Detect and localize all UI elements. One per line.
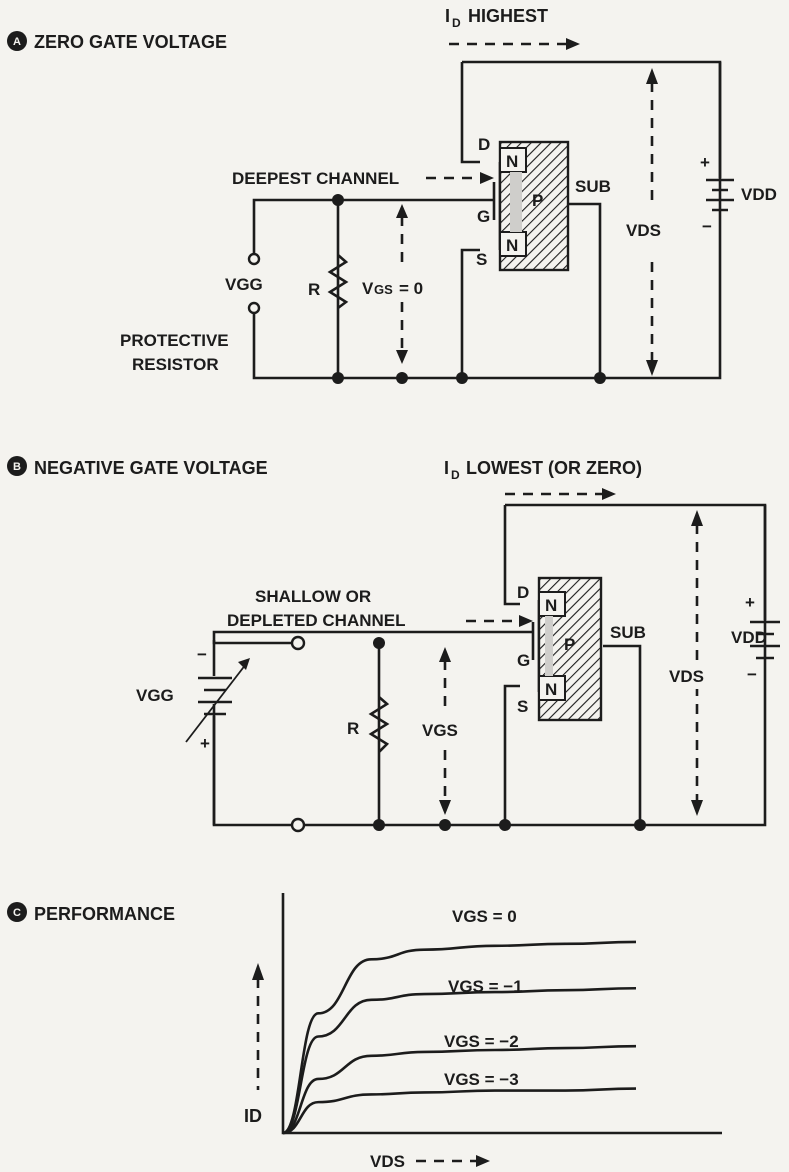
- gate-label-b: G: [517, 651, 530, 670]
- curve-labels: VGS = 0 VGS = −1 VGS = −2 VGS = −3: [444, 907, 523, 1089]
- section-a-marker: [7, 31, 27, 51]
- svg-text:D: D: [451, 468, 460, 482]
- note-line2: RESISTOR: [132, 355, 219, 374]
- id-symbol-b: I: [444, 458, 449, 478]
- section-a-title: ZERO GATE VOLTAGE: [34, 32, 227, 52]
- svg-text:B: B: [13, 461, 21, 473]
- id-symbol-a: I: [445, 6, 450, 26]
- svg-text:N: N: [545, 680, 557, 699]
- svg-text:−: −: [747, 665, 757, 684]
- vgg-label-b: VGG: [136, 686, 174, 705]
- y-axis-label: ID: [244, 1106, 262, 1126]
- section-c-title: PERFORMANCE: [34, 904, 175, 924]
- svg-text:−: −: [702, 217, 712, 236]
- vdd-label-a: VDD: [741, 185, 777, 204]
- svg-text:N: N: [506, 236, 518, 255]
- series-label-2: VGS = −2: [444, 1032, 519, 1051]
- note-line1: PROTECTIVE: [120, 331, 229, 350]
- curves: [282, 940, 637, 1135]
- x-axis-label: VDS: [370, 1152, 405, 1171]
- drain-label-a: D: [478, 135, 490, 154]
- series-label-3: VGS = −3: [444, 1070, 519, 1089]
- svg-text:GS: GS: [374, 282, 393, 297]
- svg-text:N: N: [545, 596, 557, 615]
- series-label-1: VGS = −1: [448, 977, 523, 996]
- svg-text:A: A: [13, 36, 21, 48]
- svg-text:+: +: [745, 593, 755, 612]
- curve-2: [282, 1044, 637, 1135]
- curve-0: [282, 940, 637, 1135]
- resistor-label-a: R: [308, 280, 320, 299]
- channel-label-b1: SHALLOW OR: [255, 587, 371, 606]
- svg-text:P: P: [564, 635, 575, 654]
- vgg-label-a: VGG: [225, 275, 263, 294]
- vgs-label-a: = 0: [399, 279, 423, 298]
- sub-label-b: SUB: [610, 623, 646, 642]
- gate-label-a: G: [477, 207, 490, 226]
- sub-label-a: SUB: [575, 177, 611, 196]
- curve-3: [282, 1087, 637, 1135]
- drain-label-b: D: [517, 583, 529, 602]
- curve-1: [282, 986, 637, 1135]
- source-label-a: S: [476, 250, 487, 269]
- section-c: C PERFORMANCE ID VDS VGS = 0 VGS = −1 VG…: [7, 893, 722, 1171]
- current-label-a: HIGHEST: [468, 6, 548, 26]
- vdd-label-b: VDD: [731, 628, 767, 647]
- series-label-0: VGS = 0: [452, 907, 517, 926]
- section-b-title: NEGATIVE GATE VOLTAGE: [34, 458, 268, 478]
- svg-text:+: +: [700, 153, 710, 172]
- svg-text:C: C: [13, 907, 21, 919]
- vds-label-a: VDS: [626, 221, 661, 240]
- vds-label-b: VDS: [669, 667, 704, 686]
- source-label-b: S: [517, 697, 528, 716]
- section-b: B NEGATIVE GATE VOLTAGE I D LOWEST (OR Z…: [7, 456, 780, 833]
- section-c-marker: [7, 902, 27, 922]
- svg-text:+: +: [200, 734, 210, 753]
- channel-label-a: DEEPEST CHANNEL: [232, 169, 399, 188]
- svg-text:−: −: [197, 645, 207, 664]
- channel-label-b2: DEPLETED CHANNEL: [227, 611, 406, 630]
- svg-text:P: P: [532, 191, 543, 210]
- svg-text:V: V: [362, 279, 374, 298]
- section-b-marker: [7, 456, 27, 476]
- svg-text:N: N: [506, 152, 518, 171]
- current-label-b: LOWEST (OR ZERO): [466, 458, 642, 478]
- section-a: A ZERO GATE VOLTAGE I D HIGHEST N N P D …: [7, 6, 777, 384]
- resistor-label-b: R: [347, 719, 359, 738]
- vgs-label-b: VGS: [422, 721, 458, 740]
- svg-text:D: D: [452, 16, 461, 30]
